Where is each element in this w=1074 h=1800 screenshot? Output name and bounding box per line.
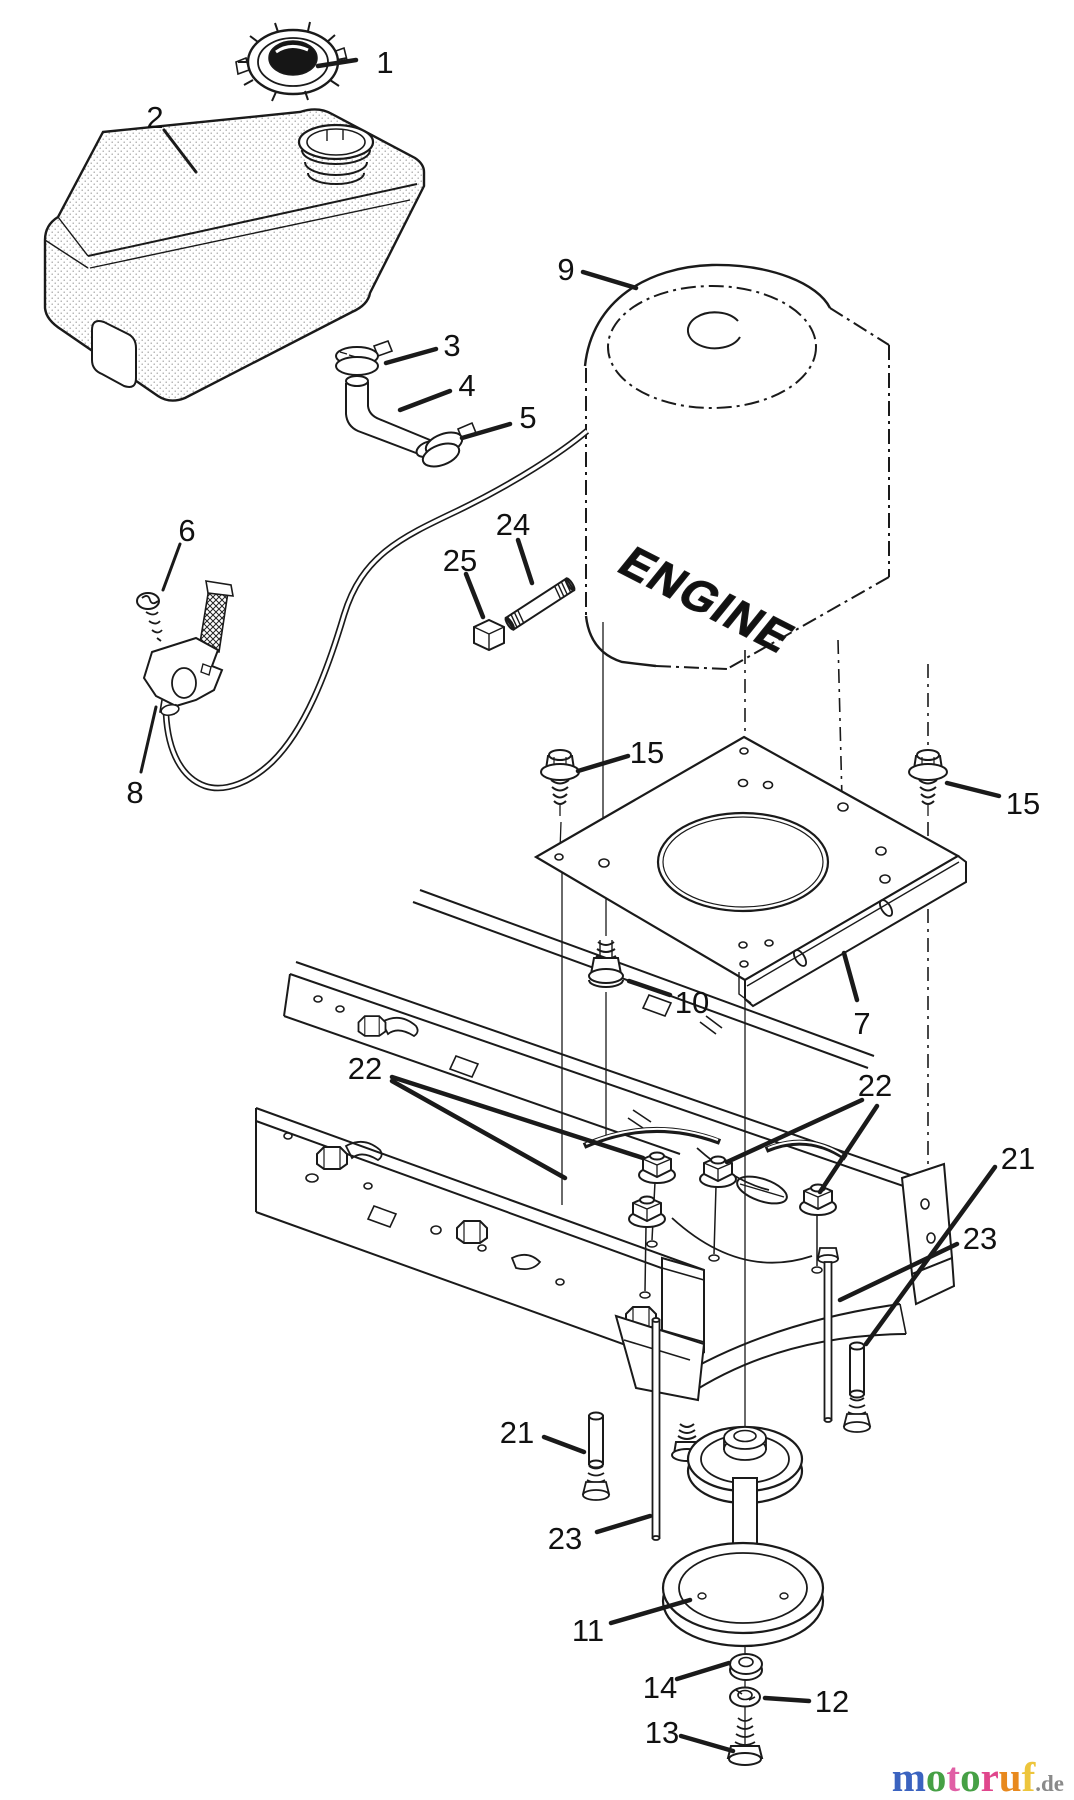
tank-filler-neck: [297, 123, 375, 185]
callout-10: 10: [675, 985, 709, 1020]
bolt-24: [504, 577, 576, 631]
fuel-shutoff-valve: [142, 580, 234, 717]
engine-label: ENGINE: [609, 538, 806, 662]
leader-lines: [139, 57, 1002, 1754]
callout-22-right: 22: [858, 1068, 892, 1103]
spacer-21-right: [849, 1341, 865, 1399]
callout-3: 3: [443, 328, 460, 363]
callout-11: 11: [572, 1613, 604, 1648]
callout-23-left: 23: [548, 1521, 582, 1556]
spacer-21-left: [588, 1411, 604, 1469]
flange-nuts-22: [628, 1151, 837, 1299]
watermark-suffix: .de: [1035, 1771, 1064, 1796]
tank-handle-recess: [91, 320, 137, 388]
callout-5: 5: [519, 400, 536, 435]
valve-screw: [136, 592, 163, 642]
callout-8: 8: [126, 775, 143, 810]
engine: ENGINE: [583, 263, 890, 670]
bolt-10: [588, 940, 624, 988]
watermark-logo: motoruf.de: [892, 1757, 1064, 1798]
mounting-bolt-15-right: [908, 749, 948, 817]
hose-clamp-lower: [421, 421, 478, 468]
pulley-assembly: [661, 1425, 825, 1648]
callout-15-right: 15: [1006, 786, 1040, 821]
callout-22-left: 22: [348, 1051, 382, 1086]
nut-25: [473, 618, 505, 652]
flange-nut-22-c: [628, 1195, 666, 1228]
mounting-plate: [533, 735, 967, 1008]
watermark-letter: u: [998, 1754, 1022, 1800]
bolt-13: [726, 1717, 764, 1766]
lock-washer-12: [729, 1686, 761, 1708]
callout-2: 2: [146, 100, 163, 135]
mounting-bolt-15-left: [540, 749, 580, 817]
fuel-line: [162, 428, 590, 792]
callout-21-right: 21: [1001, 1141, 1035, 1176]
watermark-letter: o: [960, 1754, 981, 1800]
callout-7: 7: [853, 1006, 870, 1041]
spacer-21-left-bolt: [581, 1465, 611, 1501]
fuel-tank: [43, 108, 426, 402]
washer-14: [729, 1653, 763, 1681]
watermark-letter: t: [946, 1754, 961, 1800]
callout-9: 9: [557, 252, 574, 287]
callout-12: 12: [815, 1684, 849, 1719]
watermark-letter: o: [925, 1754, 947, 1800]
bolt-23-right: [816, 1247, 840, 1423]
hose-clamp-upper: [335, 339, 394, 376]
callout-23-right: 23: [963, 1221, 997, 1256]
callout-14: 14: [643, 1670, 677, 1705]
frame: [255, 889, 956, 1402]
callout-21-left: 21: [500, 1415, 534, 1450]
callout-4: 4: [458, 368, 475, 403]
spacer-21-right-bolt: [842, 1397, 872, 1433]
watermark-letter: m: [891, 1754, 926, 1800]
callout-13: 13: [645, 1715, 679, 1750]
watermark-letter: f: [1021, 1754, 1036, 1800]
callout-15-left: 15: [630, 735, 664, 770]
callout-6: 6: [178, 513, 195, 548]
callout-1: 1: [376, 45, 393, 80]
watermark-letter: r: [980, 1754, 999, 1800]
flange-nut-22-d: [799, 1183, 837, 1216]
callout-24: 24: [496, 507, 530, 542]
callout-25: 25: [443, 543, 477, 578]
bolt-23-left: [651, 1317, 661, 1541]
fuel-cap: [235, 21, 348, 102]
